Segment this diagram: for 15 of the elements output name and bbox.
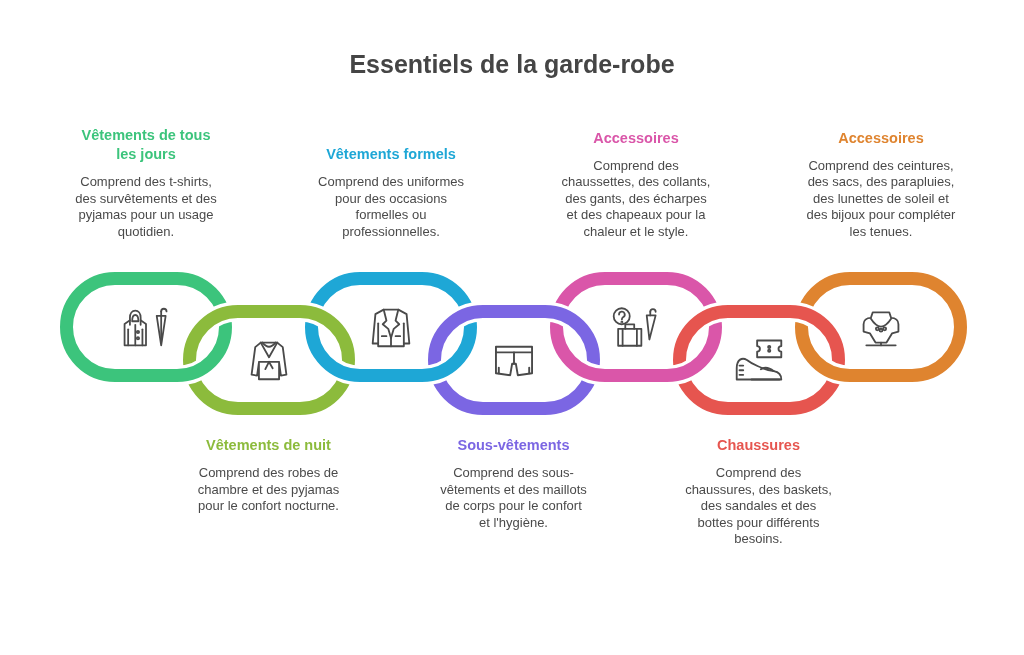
description-text: Comprend des uniformes pour des occasions formelles ou professionnelles. [317, 174, 465, 240]
description-text: Comprend des ceintures, des sacs, des parapluies, des lunettes de soleil et des bijoux pour compléter les tenues. [805, 157, 957, 240]
section-heading: Sous-vêtements [457, 436, 570, 455]
section-heading: Accessoires [838, 128, 924, 148]
description-text: Comprend des sous-vêtements et des maillots de corps pour le confort et l'hygiène. [439, 465, 588, 531]
section-heading: Chaussures [717, 436, 800, 455]
section-heading: Accessoires [593, 128, 679, 148]
description-text: Comprend des chaussures, des baskets, des sandales et des bottes pour différents besoins. [684, 465, 833, 548]
section-heading: Vêtements de tous les jours [80, 126, 212, 164]
diagram-title: Essentiels de la garde-robe [349, 50, 675, 79]
description-text: Comprend des robes de chambre et des pyjamas pour le confort nocturne. [196, 465, 341, 515]
description-text: Comprend des t-shirts, des survêtements et des pyjamas pour un usage quotidien. [74, 174, 218, 240]
section-heading: Vêtements de nuit [206, 436, 331, 455]
section-heading: Vêtements formels [326, 145, 456, 164]
description-text: Comprend des chaussettes, des collants, des gants, des écharpes et des chapeaux pour la chaleur et le style. [560, 157, 712, 240]
